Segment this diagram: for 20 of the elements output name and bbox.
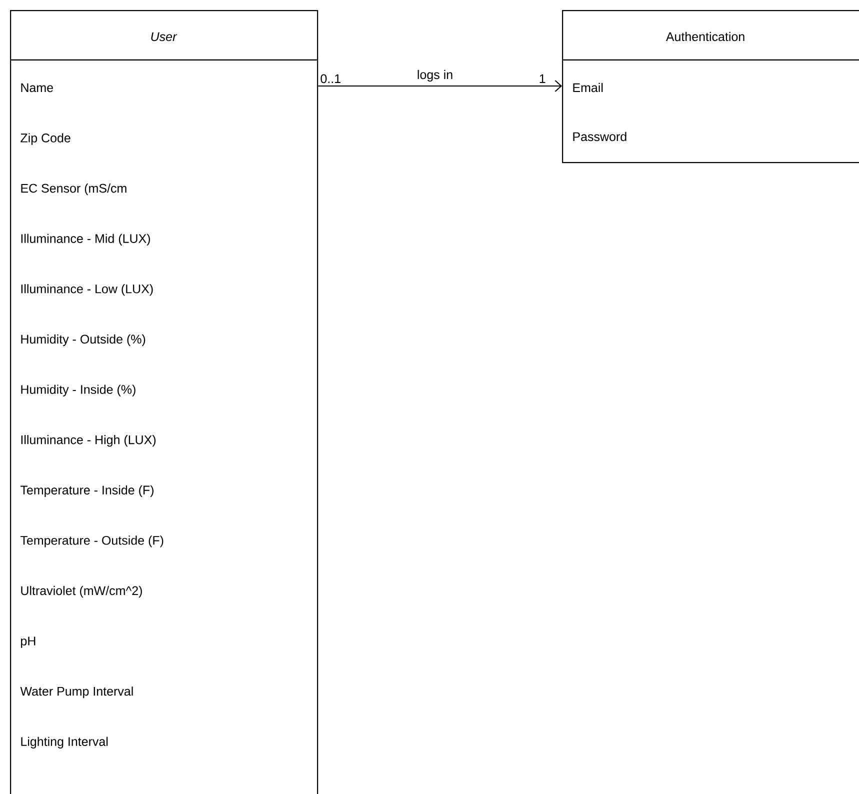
association-arrow — [318, 80, 562, 92]
attribute-text: Illuminance - High (LUX) — [21, 435, 156, 447]
attribute-text: Temperature - Inside (F) — [20, 485, 154, 497]
attribute-text: Humidity - Inside (%) — [21, 384, 136, 396]
attribute-text: EC Sensor (mS/cm — [21, 184, 126, 196]
attribute-text: Lighting Interval — [21, 736, 108, 748]
attribute-text: Illuminance - Low (LUX) — [21, 284, 153, 296]
attribute-text: Humidity - Outside (%) — [21, 334, 146, 346]
attribute-text: Email — [573, 82, 603, 92]
attribute-text: Ultraviolet (mW/cm^2) — [21, 586, 142, 598]
attribute-text: Temperature - Outside (F) — [20, 536, 164, 548]
multiplicity-label: 0..1 — [320, 74, 340, 84]
attribute-text: Zip Code — [20, 133, 70, 145]
attribute-text: Password — [573, 132, 626, 142]
attribute-text: Name — [21, 83, 53, 92]
attribute-text: Illuminance - Mid (LUX) — [21, 234, 150, 246]
multiplicity-label: 1 — [540, 74, 546, 83]
edge-label: logs in — [418, 70, 452, 82]
attribute-text: pH — [21, 636, 36, 648]
attribute-text: Water Pump Interval — [20, 686, 133, 698]
